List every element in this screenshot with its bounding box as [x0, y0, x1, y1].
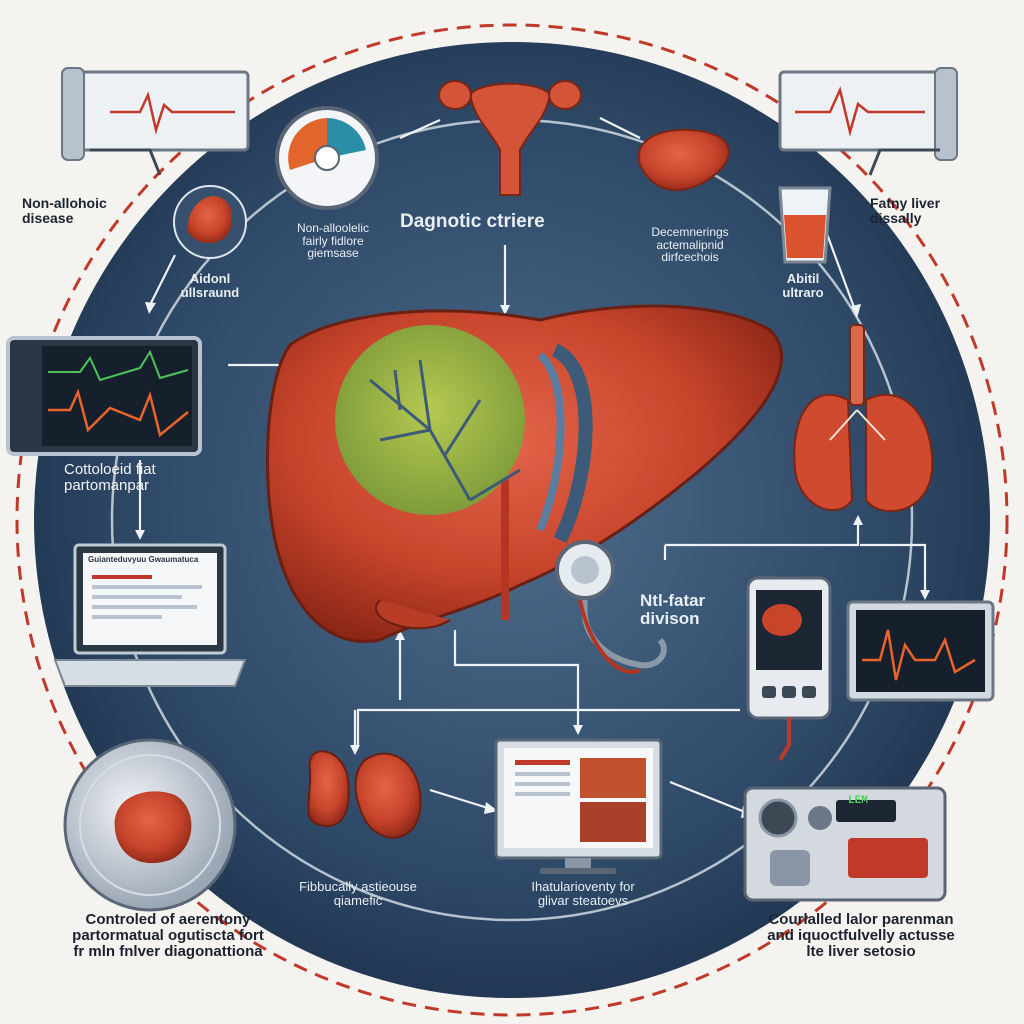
label-line: Ntl-fatar [640, 591, 706, 610]
label-bottom-left: Controled of aerentony partormatual ogut… [18, 912, 318, 959]
laptop-screen-text: Guianteduvyuu Gwaumatuca [88, 555, 199, 564]
label-line: Courlalled lalor parenman [768, 911, 954, 928]
dashed-outer-ring [15, 23, 1009, 1017]
label-top-right: Fatny liver dissally [870, 196, 940, 225]
monitor-icon [778, 67, 958, 176]
label-line: ultraro [782, 284, 824, 300]
juice-glass-icon [778, 186, 832, 264]
label-line: Non-allohoic [22, 195, 107, 211]
ecg-monitor-icon [6, 336, 202, 456]
main-liver [265, 304, 783, 643]
label-line: glivar steatoevs [537, 892, 629, 908]
label-aidonl: Aidonl ullsraund [170, 272, 250, 299]
uterus-icon [438, 80, 582, 196]
kidneys-icon [307, 750, 422, 839]
label-fibrosis: Fibbucally astieouse qiamefic [268, 880, 448, 907]
label-line: Aidonl [189, 271, 231, 286]
liver-icon [173, 185, 247, 259]
device-display: LEM [848, 795, 868, 807]
label-line: Decemnerings [651, 225, 729, 239]
label-abitil: Abitil ultraro [768, 272, 838, 299]
label-ihatular: Ihatularioventy for glivar steatoevs [488, 880, 678, 907]
laptop-icon [53, 543, 247, 687]
label-center-right: Decemnerings actemalipnid dirfcechois [620, 226, 760, 264]
label-line: fairly fidlore [302, 233, 364, 248]
petri-dish-icon [63, 738, 237, 912]
waveform-screen-icon [846, 600, 995, 702]
liver-icon [637, 128, 730, 192]
label-line: and iquoctfulvelly actusse [767, 926, 955, 944]
label-line: Controled of aerentony [85, 911, 251, 928]
microscopy-monitor-icon [494, 738, 663, 874]
gauge-icon [275, 106, 379, 210]
label-top-left: Non-allohoic disease [22, 196, 107, 225]
label-line: divison [640, 608, 700, 628]
label-line: Non-alloolelic [296, 221, 370, 235]
label-line: fr mln fnlver diagonattiona [73, 942, 263, 960]
label-line: Fatny liver [870, 195, 941, 211]
label-line: partormatual ogutiscta fort [72, 926, 264, 944]
label-line: disease [22, 209, 74, 226]
label-line: Ihatularioventy for [531, 879, 635, 894]
label-monitor-caption: Cottoloeid fiat partomanpar [64, 462, 156, 494]
vessel-branches [369, 359, 521, 502]
label-line: Gwaumatuca [148, 555, 199, 564]
page-title: Dagnotic ctriere [400, 211, 545, 232]
label-line: partomanpar [64, 476, 150, 494]
control-panel-icon [743, 786, 947, 902]
stethoscope-icon [555, 540, 667, 674]
label-line: dirfcechois [661, 250, 719, 265]
label-center-left: Non-alloolelic fairly fidlore giemsase [268, 222, 398, 260]
label-line: Abitil [786, 271, 820, 286]
label-line: qiamefic [333, 892, 383, 908]
monitor-icon [61, 67, 250, 176]
label-line: giemsase [307, 246, 359, 261]
label-bottom-right: Courlalled lalor parenman and iquoctfulv… [716, 912, 1006, 959]
label-line: Cottoloeid fiat [64, 461, 156, 478]
label-line: Guianteduvyuu [88, 555, 147, 564]
label-line: Fibbucally astieouse [299, 879, 417, 894]
ultrasound-device-icon [746, 576, 832, 762]
label-ntl: Ntl-fatar divison [640, 592, 705, 628]
lungs-icon [793, 324, 934, 513]
label-line: actemalipnid [656, 237, 724, 252]
label-line: lte liver setosio [806, 942, 916, 960]
label-line: ullsraund [180, 284, 240, 300]
label-line: dissally [870, 209, 922, 226]
